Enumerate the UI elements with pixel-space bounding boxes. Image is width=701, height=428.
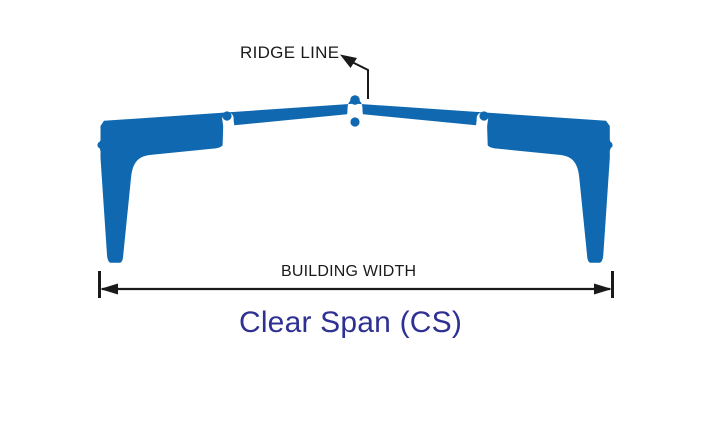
ridge-line-leader bbox=[340, 54, 369, 99]
building-width-label: BUILDING WIDTH bbox=[281, 263, 417, 280]
ridge-line-label: RIDGE LINE bbox=[240, 43, 340, 62]
dimension-arrowhead-right-icon bbox=[594, 283, 612, 295]
left-splice-node-icon bbox=[222, 111, 232, 121]
ridge-node-icon bbox=[350, 95, 360, 105]
building-width-dimension bbox=[98, 271, 614, 298]
ridge-leader-arrowhead-icon bbox=[340, 54, 357, 68]
right-eave-knuckle-icon bbox=[605, 141, 613, 149]
portal-frame-group bbox=[97, 95, 613, 263]
dimension-arrowhead-left-icon bbox=[100, 283, 118, 295]
ridge-soffit-node-icon bbox=[350, 117, 360, 127]
page-title: Clear Span (CS) bbox=[238, 306, 463, 339]
left-eave-knuckle-icon bbox=[97, 141, 105, 149]
right-splice-node-icon bbox=[479, 111, 489, 121]
ridge-leader-stem bbox=[349, 60, 369, 99]
